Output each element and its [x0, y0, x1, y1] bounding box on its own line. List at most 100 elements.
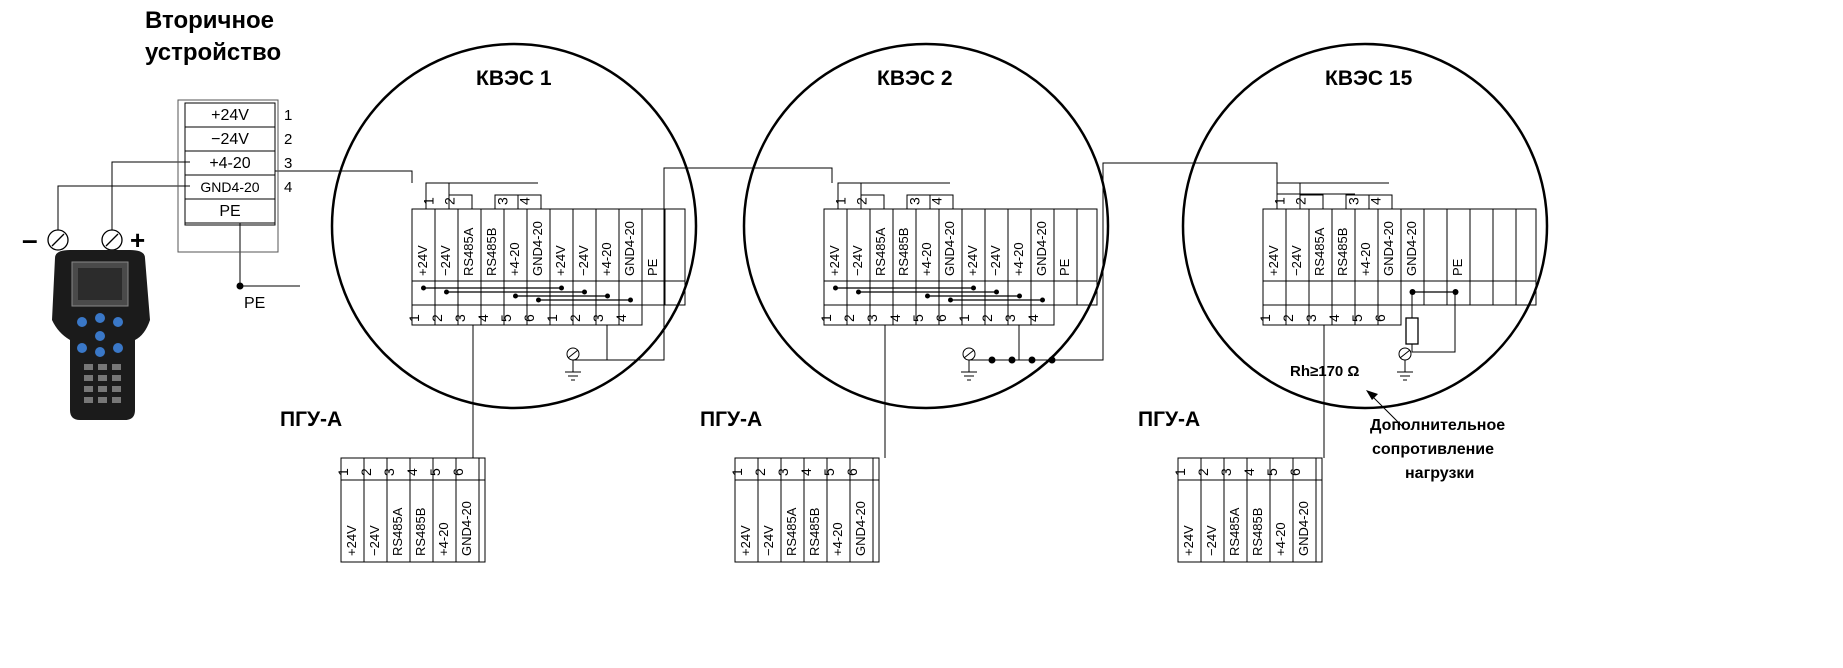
top-terminal-num: 3 — [1346, 197, 1362, 205]
terminal-label: GND4-20 — [1381, 221, 1396, 276]
terminal-label: GND4-20 — [530, 221, 545, 276]
keypad-key-icon — [112, 364, 121, 370]
pgu-title: ПГУ-А — [1138, 408, 1200, 431]
pgu-terminal-num: 2 — [358, 468, 374, 476]
secondary-terminal-label: PE — [219, 203, 240, 220]
bottom-terminal-num: 4 — [1326, 314, 1342, 322]
pgu-terminal-label: +4-20 — [436, 522, 451, 556]
top-terminal-num: 2 — [1293, 197, 1309, 205]
top-terminal-num: 1 — [1272, 197, 1288, 205]
pgu-terminal-label: +4-20 — [1273, 522, 1288, 556]
annotation-text: сопротивление — [1372, 441, 1494, 458]
pgu-terminal-num: 6 — [844, 468, 860, 476]
bottom-terminal-num: 6 — [1372, 314, 1388, 322]
pgu-terminal-label: −24V — [367, 525, 382, 556]
pgu-terminal-num: 6 — [1287, 468, 1303, 476]
keypad-key-icon — [84, 364, 93, 370]
resistor-icon — [1405, 317, 1419, 345]
pgu-terminal-num: 6 — [450, 468, 466, 476]
secondary-terminal-num: 4 — [284, 179, 292, 196]
terminal-label: RS485A — [873, 227, 888, 276]
bottom-terminal-num: 4 — [887, 314, 903, 322]
pgu-terminal-num: 5 — [1264, 468, 1280, 476]
terminal-label: +4-20 — [1011, 242, 1026, 276]
junction-dot — [994, 289, 999, 295]
continuation-dot — [1048, 356, 1056, 364]
screw-slot — [51, 233, 65, 247]
top-terminal-num: 3 — [907, 197, 923, 205]
pgu-terminal-num: 1 — [1172, 468, 1188, 476]
pgu-terminal-label: +24V — [738, 525, 753, 556]
top-terminal-num: 3 — [495, 197, 511, 205]
junction-dot — [948, 297, 953, 303]
terminal-strip — [411, 280, 686, 306]
kvesc-title: КВЭС 15 — [1325, 67, 1413, 90]
pgu-terminal-num: 3 — [381, 468, 397, 476]
pgu-terminal-label: RS485A — [784, 507, 799, 556]
wire-gnd-to-kvesc1 — [275, 170, 413, 183]
top-terminal-num: 4 — [929, 197, 945, 205]
junction-dot — [1017, 293, 1022, 299]
keypad-key-icon — [98, 375, 107, 381]
terminal-label: RS485B — [484, 228, 499, 276]
terminal-label: +4-20 — [1358, 242, 1373, 276]
terminal-label: RS485A — [1312, 227, 1327, 276]
keypad-button-icon — [95, 347, 105, 357]
bottom-terminal-num: 3 — [590, 314, 606, 322]
pgu-terminal-label: −24V — [761, 525, 776, 556]
hart-communicator-icon — [52, 250, 150, 420]
pgu-terminal-label: +24V — [1181, 525, 1196, 556]
annotation-arrow — [1372, 396, 1403, 427]
keypad-button-icon — [95, 313, 105, 323]
handheld-wire-plus — [111, 161, 190, 230]
pgu-terminal-label: GND4-20 — [1296, 501, 1311, 556]
secondary-device-title: устройство — [145, 39, 281, 66]
terminal-label: +4-20 — [919, 242, 934, 276]
bottom-terminal-num: 2 — [979, 314, 995, 322]
top-terminal-num: 4 — [1368, 197, 1384, 205]
terminal-label: −24V — [1289, 245, 1304, 276]
keypad-button-icon — [95, 331, 105, 341]
bottom-terminal-num: 4 — [475, 314, 491, 322]
terminal-label: GND4-20 — [1404, 221, 1419, 276]
components — [47, 42, 1549, 563]
secondary-terminal-num: 2 — [284, 131, 292, 148]
pgu-terminal-label: GND4-20 — [853, 501, 868, 556]
bottom-terminal-num: 4 — [613, 314, 629, 322]
terminal-label: RS485B — [1335, 228, 1350, 276]
junction-dot — [628, 297, 633, 303]
pgu-title: ПГУ-А — [700, 408, 762, 431]
pgu-terminal-label: GND4-20 — [459, 501, 474, 556]
pe-wire — [230, 222, 245, 287]
junction-dot — [1409, 289, 1416, 295]
junction-dot — [536, 297, 541, 303]
plus-sign: + — [130, 225, 145, 255]
pgu-terminal-label: RS485B — [413, 508, 428, 556]
secondary-device-title: Вторичное — [145, 7, 274, 34]
ground-slash — [963, 349, 975, 359]
pgu-terminal-num: 2 — [1195, 468, 1211, 476]
pgu-title: ПГУ-А — [280, 408, 342, 431]
pgu-terminal-label: +4-20 — [830, 522, 845, 556]
bottom-terminal-num: 1 — [544, 314, 560, 322]
wire-to-kvesc15 — [1070, 162, 1278, 361]
terminal-label: PE — [1057, 258, 1072, 276]
keypad-key-icon — [112, 397, 121, 403]
terminal-screw-icon — [47, 229, 69, 251]
bottom-terminal-num: 2 — [1280, 314, 1296, 322]
continuation-dot — [988, 356, 996, 364]
bottom-terminal-num: 1 — [1257, 314, 1273, 322]
terminal-label: +24V — [553, 245, 568, 276]
screw-head — [47, 229, 69, 251]
secondary-terminal-num: 1 — [284, 107, 292, 124]
junction-dot — [444, 289, 449, 295]
bottom-terminal-num: 4 — [1025, 314, 1041, 322]
terminal-strip — [1262, 280, 1537, 306]
ground-icon — [1397, 347, 1413, 381]
pgu-terminal-num: 2 — [752, 468, 768, 476]
device-screen-inner — [78, 268, 122, 300]
secondary-terminal-label: −24V — [211, 131, 249, 148]
junction-dot — [1040, 297, 1045, 303]
keypad-button-icon — [77, 343, 87, 353]
secondary-terminal-label: GND4-20 — [200, 179, 259, 195]
